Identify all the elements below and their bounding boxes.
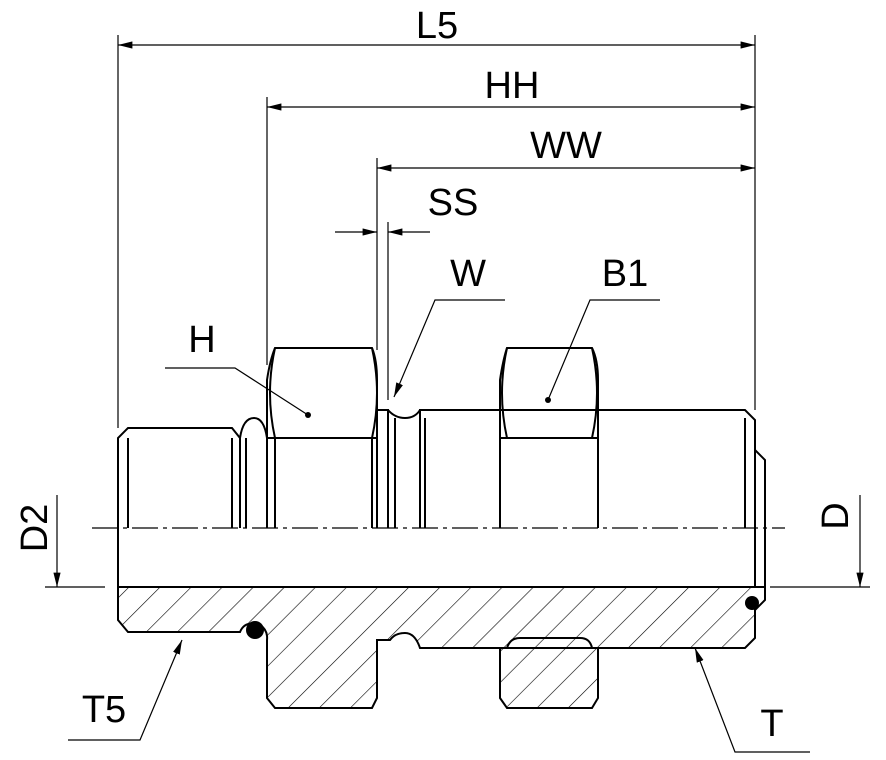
dimension-lines — [45, 41, 870, 588]
label-w: W — [450, 253, 486, 295]
label-l5: L5 — [416, 5, 458, 47]
o-ring-t — [745, 596, 759, 610]
label-t: T — [760, 703, 783, 745]
label-b1: B1 — [602, 253, 648, 295]
label-ww: WW — [530, 125, 602, 167]
fitting-body — [92, 347, 785, 588]
label-d: D — [815, 502, 857, 529]
o-ring-t5 — [246, 621, 264, 639]
label-h: H — [188, 319, 215, 361]
label-d2: D2 — [14, 504, 56, 553]
label-hh: HH — [485, 65, 540, 107]
section-view — [117, 586, 766, 709]
extension-lines — [117, 35, 756, 428]
label-ss: SS — [428, 182, 479, 224]
leader-lines — [68, 299, 810, 753]
label-t5: T5 — [82, 689, 126, 731]
